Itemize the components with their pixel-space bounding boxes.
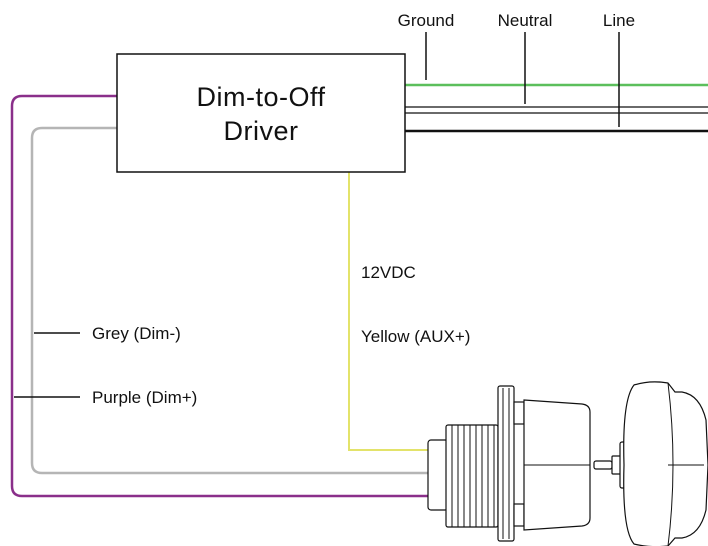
purple-label: Purple (Dim+) [92, 388, 197, 407]
switch-module [427, 385, 591, 542]
sensor-cap [593, 381, 708, 546]
driver-title-line2: Driver [224, 116, 299, 146]
voltage-label: 12VDC [361, 263, 416, 282]
yellow-wire [348, 172, 432, 451]
line-label: Line [603, 11, 635, 30]
grey-label: Grey (Dim-) [92, 324, 181, 343]
yellow-label: Yellow (AUX+) [361, 327, 470, 346]
driver-box [116, 53, 406, 173]
ground-label: Ground [398, 11, 455, 30]
driver-title-line1: Dim-to-Off [196, 82, 325, 112]
grey-wire [30, 126, 428, 475]
purple-wire [10, 94, 428, 498]
neutral-label: Neutral [498, 11, 553, 30]
